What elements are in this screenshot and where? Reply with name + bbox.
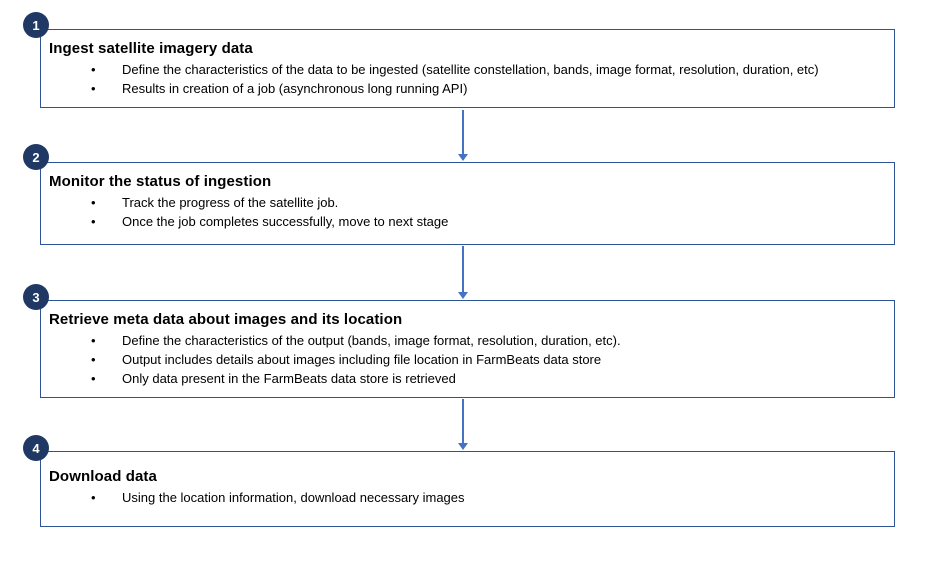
bullet-icon: •	[91, 214, 96, 229]
bullet-item: • Once the job completes successfully, m…	[49, 212, 888, 231]
bullet-text: Results in creation of a job (asynchrono…	[122, 81, 468, 96]
bullet-text: Output includes details about images inc…	[122, 352, 602, 367]
bullet-list: • Define the characteristics of the data…	[49, 60, 888, 98]
bullet-item: • Output includes details about images i…	[49, 350, 888, 369]
bullet-item: • Track the progress of the satellite jo…	[49, 193, 888, 212]
arrow-down-icon	[458, 292, 468, 299]
bullet-text: Define the characteristics of the data t…	[122, 62, 819, 77]
bullet-text: Only data present in the FarmBeats data …	[122, 371, 456, 386]
bullet-text: Once the job completes successfully, mov…	[122, 214, 449, 229]
bullet-icon: •	[91, 352, 96, 367]
step-title: Ingest satellite imagery data	[49, 40, 253, 57]
step-number-badge-2: 2	[23, 144, 49, 170]
bullet-item: • Define the characteristics of the data…	[49, 60, 888, 79]
step-number-badge-4: 4	[23, 435, 49, 461]
arrow-down-icon	[458, 443, 468, 450]
bullet-text: Define the characteristics of the output…	[122, 333, 621, 348]
step-number-badge-3: 3	[23, 284, 49, 310]
step-number-badge-1: 1	[23, 12, 49, 38]
bullet-icon: •	[91, 371, 96, 386]
bullet-icon: •	[91, 333, 96, 348]
step-title: Retrieve meta data about images and its …	[49, 311, 403, 328]
bullet-list: • Define the characteristics of the outp…	[49, 331, 888, 388]
flow-arrow-line-2	[462, 246, 464, 293]
flow-arrow-line-1	[462, 110, 464, 155]
step-title: Monitor the status of ingestion	[49, 173, 272, 190]
bullet-icon: •	[91, 81, 96, 96]
bullet-item: • Define the characteristics of the outp…	[49, 331, 888, 350]
step-box-download: Download data • Using the location infor…	[40, 451, 895, 527]
bullet-item: • Only data present in the FarmBeats dat…	[49, 369, 888, 388]
bullet-item: • Results in creation of a job (asynchro…	[49, 79, 888, 98]
bullet-text: Track the progress of the satellite job.	[122, 195, 339, 210]
step-box-monitor: Monitor the status of ingestion • Track …	[40, 162, 895, 245]
bullet-icon: •	[91, 490, 96, 505]
arrow-down-icon	[458, 154, 468, 161]
bullet-item: • Using the location information, downlo…	[49, 488, 888, 507]
bullet-list: • Track the progress of the satellite jo…	[49, 193, 888, 231]
bullet-text: Using the location information, download…	[122, 490, 465, 505]
bullet-icon: •	[91, 195, 96, 210]
step-box-retrieve-metadata: Retrieve meta data about images and its …	[40, 300, 895, 398]
bullet-icon: •	[91, 62, 96, 77]
bullet-list: • Using the location information, downlo…	[49, 488, 888, 507]
step-title: Download data	[49, 468, 157, 485]
step-box-ingest: Ingest satellite imagery data • Define t…	[40, 29, 895, 108]
flow-arrow-line-3	[462, 399, 464, 444]
